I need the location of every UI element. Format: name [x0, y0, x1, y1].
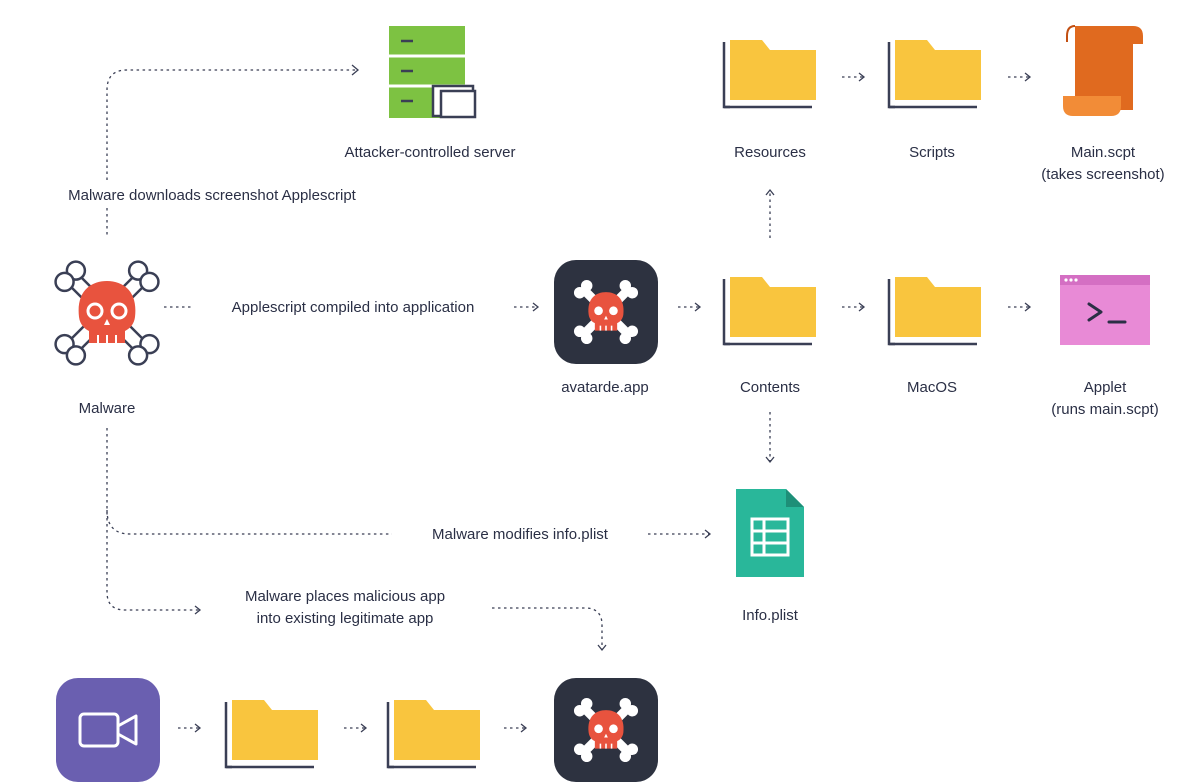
arrowhead	[765, 188, 775, 196]
arrowhead	[858, 302, 866, 312]
server-icon	[389, 26, 477, 119]
arrowhead	[520, 723, 528, 733]
info-plist-label: Info.plist	[742, 607, 799, 624]
main-scpt-note: (takes screenshot)	[1041, 166, 1164, 183]
arrow-malware-to-modifies	[106, 509, 392, 535]
skull-crossbones-icon	[50, 256, 164, 370]
arrow-places-to-app	[492, 607, 603, 650]
applet-label: Applet	[1084, 379, 1127, 396]
arrow-malware-down	[106, 428, 200, 611]
arrow-malware-to-server	[106, 69, 358, 180]
folder-icon	[887, 275, 983, 346]
scroll-icon	[1063, 25, 1143, 116]
arrowhead	[360, 723, 368, 733]
terminal-icon	[1060, 275, 1150, 345]
folder-icon	[722, 275, 818, 346]
resources-label: Resources	[734, 144, 806, 161]
malicious-app-icon	[552, 258, 660, 366]
places-label-line1: Malware places malicious app	[245, 588, 445, 605]
malicious-app-icon	[552, 676, 660, 783]
arrowhead	[351, 64, 360, 76]
arrowhead	[704, 529, 712, 539]
avatarde-label: avatarde.app	[561, 379, 649, 396]
server-label: Attacker-controlled server	[345, 144, 516, 161]
video-camera-icon	[56, 678, 160, 782]
malware-label: Malware	[79, 400, 136, 417]
arrowhead	[194, 723, 202, 733]
arrowhead	[1024, 72, 1032, 82]
contents-label: Contents	[740, 379, 800, 396]
connectors	[106, 64, 1032, 733]
arrowhead	[1024, 302, 1032, 312]
scripts-label: Scripts	[909, 144, 955, 161]
folder-icon	[887, 38, 983, 109]
arrowhead	[858, 72, 866, 82]
macos-label: MacOS	[907, 379, 957, 396]
applet-note: (runs main.scpt)	[1051, 401, 1159, 418]
arrowhead	[194, 605, 202, 615]
compiled-label: Applescript compiled into application	[232, 299, 475, 316]
spreadsheet-file-icon	[736, 489, 804, 577]
malware-downloads-label: Malware downloads screenshot Applescript	[68, 187, 356, 204]
places-label-line2: into existing legitimate app	[257, 610, 434, 627]
arrowhead	[694, 302, 702, 312]
folder-icon	[224, 698, 320, 769]
folder-icon	[722, 38, 818, 109]
arrowhead	[765, 456, 775, 464]
folder-icon	[386, 698, 482, 769]
arrowhead	[532, 302, 540, 312]
main-scpt-label: Main.scpt	[1071, 144, 1136, 161]
modifies-label: Malware modifies info.plist	[432, 526, 609, 543]
arrowhead	[597, 644, 607, 652]
